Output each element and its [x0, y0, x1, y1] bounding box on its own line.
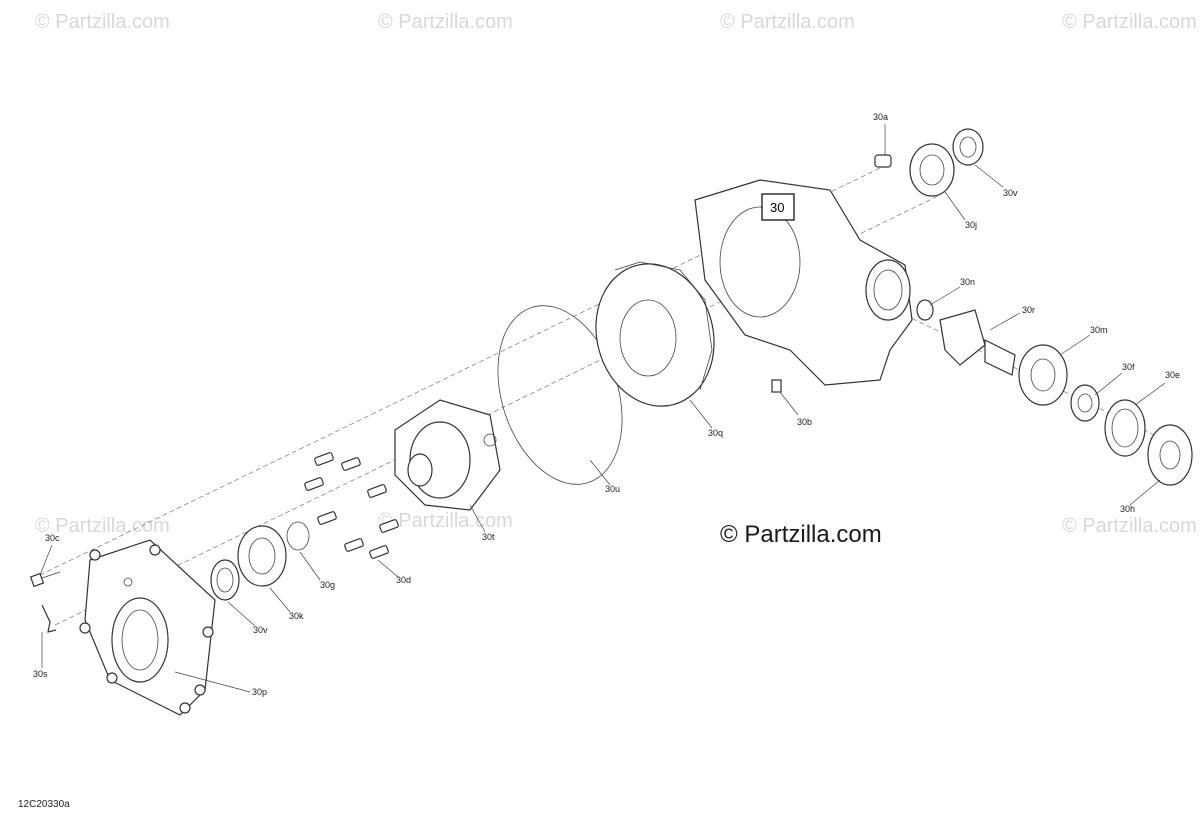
seal-30h-part — [1147, 424, 1193, 486]
watermark-mid-2: © Partzilla.com — [378, 510, 513, 532]
seal-top-part — [952, 128, 984, 166]
callout-30g: 30g — [320, 580, 335, 590]
diagram-code: 12C20330a — [18, 799, 70, 810]
bearing-30k-part — [237, 525, 287, 587]
callout-30q: 30q — [708, 428, 723, 438]
cover-plate-part — [79, 539, 216, 716]
callout-30p: 30p — [252, 687, 267, 697]
differential-30t-part — [394, 399, 501, 511]
bearing-30m-part — [1018, 344, 1068, 406]
needle-bearing-30n-part — [916, 299, 934, 321]
watermark-top-4: © Partzilla.com — [1062, 11, 1197, 33]
pin-30s-part — [41, 604, 57, 633]
ring-gear-30q-part — [595, 261, 715, 407]
housing-30-part — [694, 179, 913, 386]
bolt-30c-part — [29, 571, 61, 588]
callout-30k: 30k — [289, 611, 304, 621]
pinion-30r-part — [939, 309, 1016, 376]
callout-30v-top: 30v — [1003, 188, 1018, 198]
callout-30h: 30h — [1120, 504, 1135, 514]
callout-30e: 30e — [1165, 370, 1180, 380]
watermark-main: © Partzilla.com — [720, 521, 882, 548]
watermark-mid-4: © Partzilla.com — [1062, 515, 1197, 537]
callout-30c: 30c — [45, 533, 60, 543]
callout-30b: 30b — [797, 417, 812, 427]
callout-30r: 30r — [1022, 305, 1035, 315]
assembly-number-box — [761, 193, 795, 221]
bearing-30j-part — [909, 143, 955, 197]
seal-lower-part — [210, 559, 240, 601]
nut-30f-part — [1070, 384, 1100, 422]
bolts-30d-part — [304, 452, 399, 559]
callout-30a: 30a — [873, 112, 888, 122]
callout-30v-bottom: 30v — [253, 625, 268, 635]
callout-leaders — [39, 124, 1166, 693]
callout-30s: 30s — [33, 669, 48, 679]
watermark-top-1: © Partzilla.com — [35, 11, 170, 33]
watermark-mid-1: © Partzilla.com — [35, 515, 170, 537]
watermark-top-3: © Partzilla.com — [720, 11, 855, 33]
callout-30d: 30d — [396, 575, 411, 585]
callout-30j: 30j — [965, 220, 977, 230]
lock-ring-30e-part — [1104, 399, 1146, 457]
callout-30m: 30m — [1090, 325, 1108, 335]
callout-30n: 30n — [960, 277, 975, 287]
callout-30f: 30f — [1122, 362, 1135, 372]
callout-30t: 30t — [482, 532, 495, 542]
assembly-number-label: 30 — [770, 200, 784, 215]
o-ring-30g-part — [286, 521, 310, 551]
watermark-top-2: © Partzilla.com — [378, 11, 513, 33]
callout-30u: 30u — [605, 484, 620, 494]
plug-30a-part — [874, 154, 892, 168]
plug-30b-part — [771, 379, 782, 393]
